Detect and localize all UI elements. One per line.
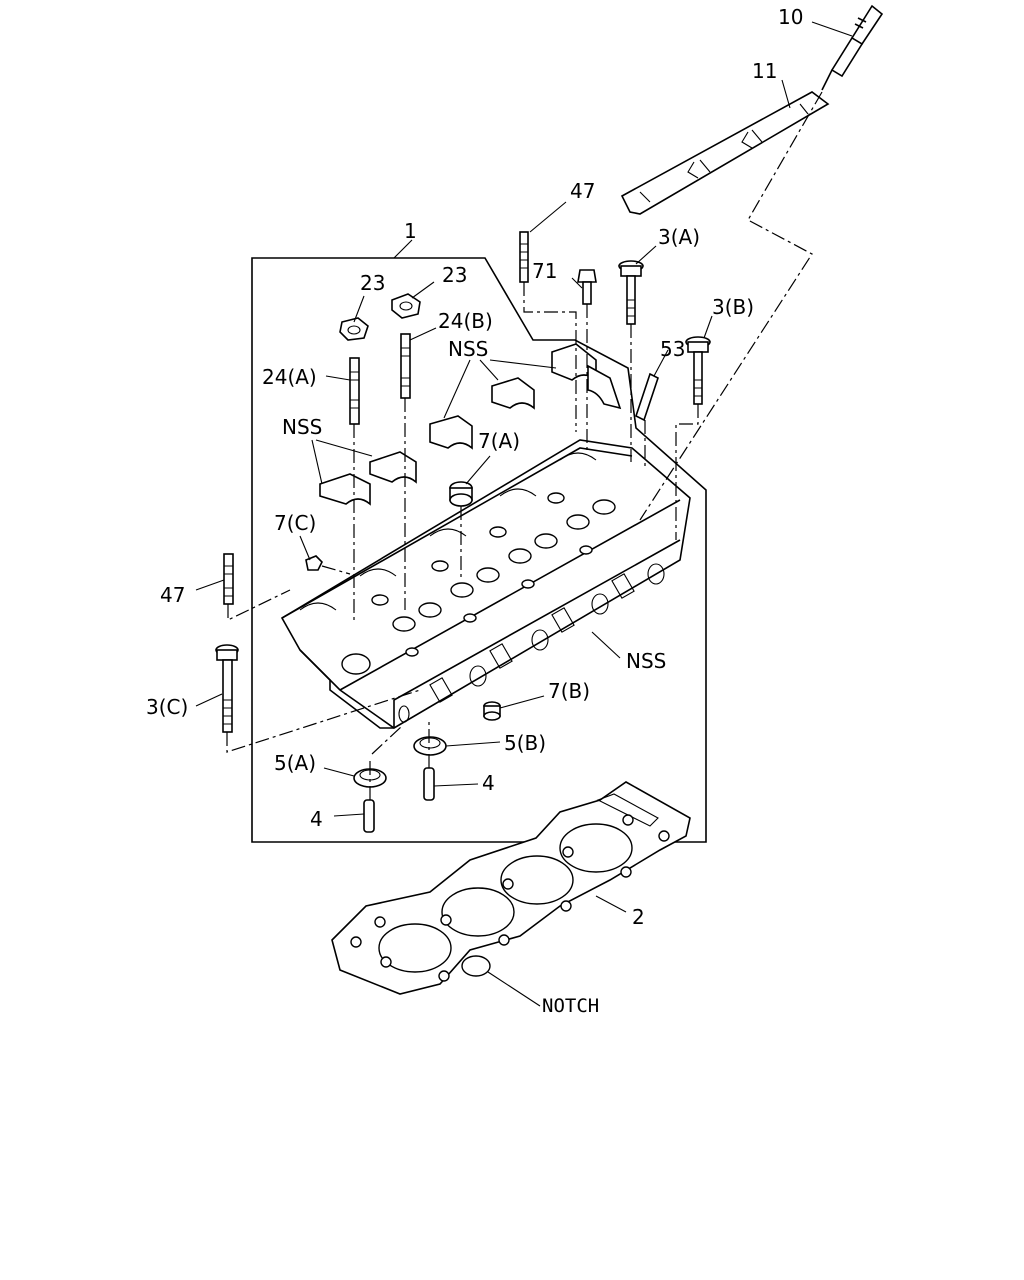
label-3a: 3(A) [658, 225, 700, 249]
alignment-lines [226, 91, 823, 800]
label-5a: 5(A) [274, 751, 316, 775]
label-4-right: 4 [482, 771, 495, 795]
bolt-71 [577, 269, 597, 305]
label-3b: 3(B) [712, 295, 754, 319]
plug-7a [449, 481, 473, 507]
gasket-notch [461, 955, 491, 977]
stud-53 [635, 372, 659, 422]
label-7c: 7(C) [274, 511, 316, 535]
label-7a: 7(A) [478, 429, 520, 453]
valve-holes [371, 492, 616, 657]
label-23-right: 23 [442, 263, 467, 287]
label-47-left: 47 [160, 583, 185, 607]
label-notch: NOTCH [542, 995, 599, 1017]
label-7b: 7(B) [548, 679, 590, 703]
label-24b: 24(B) [438, 309, 493, 333]
leader-lines [195, 21, 853, 1007]
label-3c: 3(C) [146, 695, 188, 719]
label-5b: 5(B) [504, 731, 546, 755]
label-nss-top: NSS [448, 337, 488, 361]
bolt-3b [685, 336, 711, 405]
label-24a: 24(A) [262, 365, 317, 389]
label-nss-left: NSS [282, 415, 322, 439]
plug-7b [483, 701, 501, 721]
label-11: 11 [752, 59, 777, 83]
ring-5b [413, 736, 447, 756]
bolt-3c [215, 644, 239, 733]
glow-plug-connector-plate [620, 91, 830, 215]
stud-24a [349, 357, 360, 425]
stud-47-left [223, 553, 234, 605]
label-71: 71 [532, 259, 557, 283]
gasket-bolt-holes [350, 814, 670, 982]
nut-23-left [339, 317, 369, 341]
dowel-pin-4-right [423, 767, 435, 801]
label-4-left: 4 [310, 807, 323, 831]
label-23-left: 23 [360, 271, 385, 295]
side-ports [341, 563, 665, 723]
dowel-pin-4-left [363, 799, 375, 833]
bolt-3a [618, 260, 644, 325]
label-10: 10 [778, 5, 803, 29]
assembly-frame [251, 257, 707, 843]
plug-7c [305, 555, 323, 571]
cylinder-head-body [280, 439, 691, 729]
nut-23-right [391, 293, 421, 319]
label-1: 1 [404, 219, 417, 243]
head-gasket [331, 781, 691, 995]
stud-24b [400, 333, 411, 399]
stud-47-top [519, 231, 529, 283]
label-53: 53 [660, 337, 685, 361]
callout-labels: 10 11 47 1 3(A) 23 23 71 24(B) 3(B) NSS … [146, 5, 803, 1017]
label-47-top: 47 [570, 179, 595, 203]
label-2: 2 [632, 905, 645, 929]
glow-plug-part [821, 4, 884, 91]
label-nss-right: NSS [626, 649, 666, 673]
